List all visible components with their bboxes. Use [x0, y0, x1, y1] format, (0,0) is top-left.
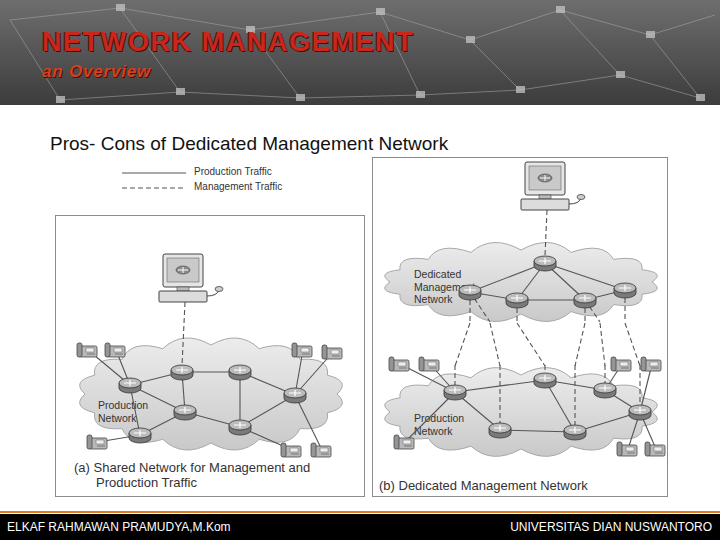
management-link [575, 323, 585, 366]
banner-network-art [10, 8, 715, 100]
slide-subtitle: an Overview [42, 62, 151, 82]
legend-text: Production Traffic [194, 166, 272, 178]
panel-box: (a) Shared Network for Management and Pr… [55, 215, 365, 497]
legend-text: Management Traffic [194, 181, 282, 193]
slide-title: NETWORK MANAGEMENT [42, 27, 414, 58]
cloud-label: Production Network [98, 399, 162, 424]
network-cloud: Production Network [76, 336, 346, 452]
cloud-outline [76, 336, 346, 452]
cloud-shape [385, 368, 658, 457]
legend-line-sample [122, 187, 186, 188]
header-banner [0, 0, 720, 105]
section-heading: Pros- Cons of Dedicated Management Netwo… [50, 133, 448, 155]
production-link [400, 263, 656, 449]
cloud-label: Dedicated Management Network [414, 268, 490, 306]
management-link [517, 323, 545, 366]
management-link [490, 323, 500, 366]
cloud-shape [385, 243, 658, 322]
footer-rule [0, 511, 720, 513]
network-cloud: Dedicated Management Network [381, 241, 661, 323]
router-icon [119, 256, 651, 443]
footer-institution: UNIVERSITAS DIAN NUSWANTORO [510, 520, 712, 534]
footer-bar [0, 514, 720, 540]
management-link [625, 323, 640, 366]
management-link [182, 302, 185, 366]
cloud-shape [80, 338, 343, 450]
production-link [88, 350, 333, 450]
panel-caption: (b) Dedicated Management Network [379, 478, 663, 493]
management-workstation [159, 162, 585, 302]
legend-line-sample [122, 172, 186, 173]
management-link [455, 323, 470, 366]
panel-caption: (a) Shared Network for Management and Pr… [74, 460, 336, 490]
ip-phone-icon [77, 343, 665, 457]
legend-sample [120, 168, 188, 178]
panel-box: (b) Dedicated Management Network Dedicate… [372, 157, 668, 497]
footer-author: ELKAF RAHMAWAN PRAMUDYA,M.Kom [7, 520, 231, 534]
management-link [455, 210, 640, 432]
cloud-label: Production Network [414, 412, 478, 437]
legend-sample [120, 183, 188, 193]
management-link [600, 323, 605, 366]
network-cloud: Production Network [381, 366, 661, 458]
